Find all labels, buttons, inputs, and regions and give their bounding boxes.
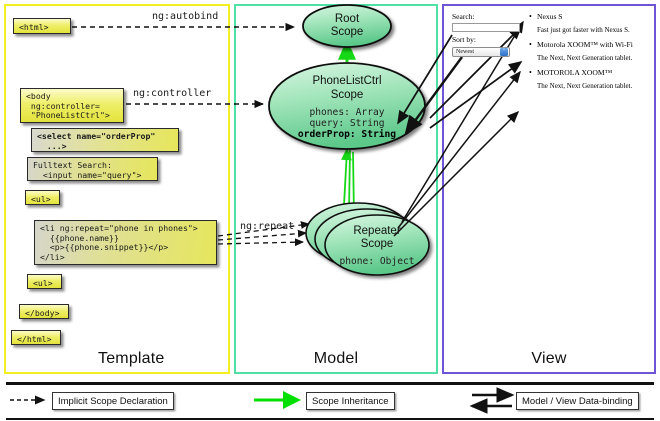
list-item[interactable]: Motorola XOOM™ with Wi-Fi The Next, Next…: [528, 40, 652, 63]
code-block-ul-close: <ul>: [27, 274, 62, 289]
panel-model: Model: [234, 4, 438, 374]
phone-name: Nexus S: [528, 12, 652, 22]
phone-list: Nexus S Fast just got faster with Nexus …: [528, 12, 652, 96]
phone-snippet: The Next, Next Generation tablet.: [537, 82, 633, 90]
code-block-fulltext-search: Fulltext Search: <input name="query">: [27, 157, 158, 181]
search-input[interactable]: [452, 23, 520, 32]
legend: Implicit Scope Declaration Scope Inherit…: [0, 382, 660, 421]
phone-name: Motorola XOOM™ with Wi-Fi: [528, 40, 652, 50]
list-item[interactable]: Nexus S Fast just got faster with Nexus …: [528, 12, 652, 35]
code-block-body-close: </body>: [19, 304, 69, 319]
phone-snippet: The Next, Next Generation tablet.: [537, 54, 633, 62]
legend-top-rule: [6, 382, 654, 385]
code-block-html-open: <html>: [13, 18, 71, 34]
search-label: Search:: [452, 12, 475, 21]
code-block-html-close: </html>: [11, 330, 61, 345]
code-block-li-ngrepeat: <li ng:repeat="phone in phones"> {{phone…: [34, 220, 217, 265]
legend-label-model-view-data-binding: Model / View Data-binding: [516, 392, 639, 410]
sort-by-label: Sort by:: [452, 35, 476, 44]
legend-label-implicit-scope-declaration: Implicit Scope Declaration: [52, 392, 174, 410]
code-block-select-orderprop: <select name="orderProp" ...>: [31, 128, 179, 152]
panel-model-label: Model: [313, 350, 359, 367]
view-panel-content: Search: Sort by: Newest ↕ Nexus S Fast j…: [452, 12, 650, 132]
list-item[interactable]: MOTOROLA XOOM™ The Next, Next Generation…: [528, 68, 652, 91]
phone-snippet: Fast just got faster with Nexus S.: [537, 26, 630, 34]
sort-by-select[interactable]: Newest ↕: [452, 46, 510, 57]
legend-label-scope-inheritance: Scope Inheritance: [306, 392, 395, 410]
phone-name: MOTOROLA XOOM™: [528, 68, 652, 78]
panel-view-label: View: [531, 350, 567, 367]
chevron-updown-icon: ↕: [500, 47, 508, 56]
panel-template-label: Template: [98, 350, 165, 367]
legend-bottom-rule: [6, 417, 654, 420]
sort-by-selected-value: Newest: [456, 48, 474, 55]
code-block-body-controller: <body ng:controller= "PhoneListCtrl">: [20, 88, 124, 123]
code-block-ul-open: <ul>: [25, 190, 60, 205]
